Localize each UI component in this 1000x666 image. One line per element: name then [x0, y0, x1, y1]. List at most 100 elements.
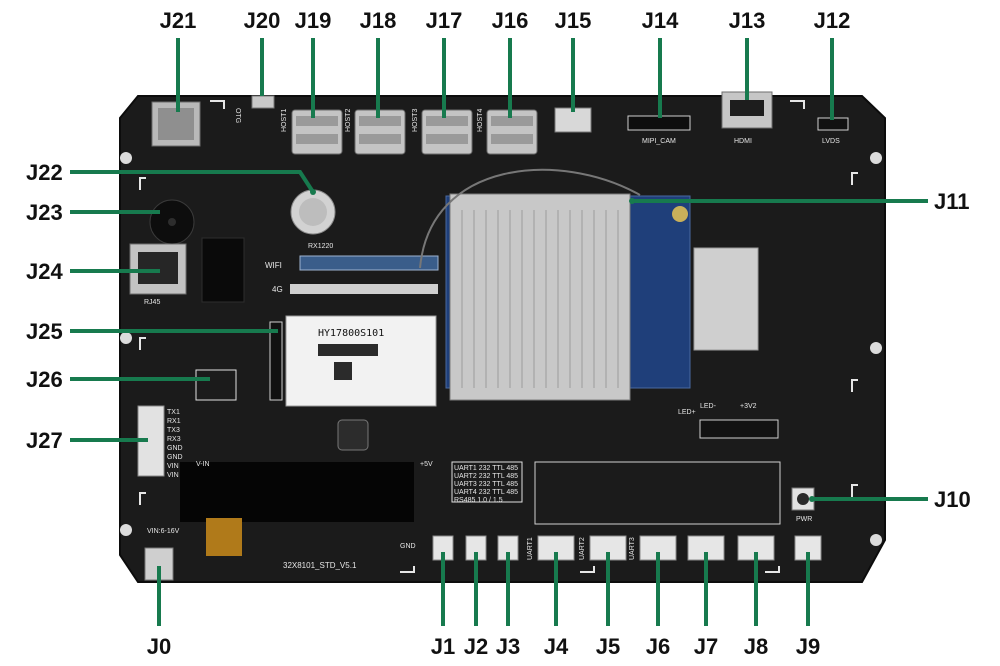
- label-j0: J0: [147, 634, 171, 659]
- lvds-silk: LVDS: [822, 138, 840, 145]
- gnd-silk: GND: [400, 543, 416, 550]
- uart1-silk: UART1: [527, 537, 534, 560]
- antenna-ipex-connector: [672, 206, 688, 222]
- module-barcode: [318, 344, 378, 356]
- v5v-silk: +5V: [420, 461, 433, 468]
- inductor: [337, 419, 369, 451]
- uart-table-row-3: UART3 232 TTL 485: [454, 481, 518, 488]
- labels-bottom: J0 J1 J2 J3 J4 J5 J6 J7 J8 J9: [147, 634, 820, 659]
- pin-gnd-b: GND: [167, 454, 183, 461]
- wifi-antenna-cable: [419, 168, 641, 269]
- buzzer-hole: [168, 218, 176, 226]
- host2-silk: HOST2: [345, 109, 352, 132]
- usb-port-openings: [296, 116, 533, 144]
- board-name-silk: 32X8101_STD_V5.1: [283, 561, 357, 570]
- label-j20: J20: [244, 8, 281, 33]
- uart-pin-labels: TX1 RX1 TX3 RX3 GND GND VIN VIN: [167, 409, 183, 479]
- label-j25: J25: [26, 319, 63, 344]
- led-minus-silk: LED-: [700, 403, 717, 410]
- uart-table-row-2: UART2 232 TTL 485: [454, 473, 518, 480]
- pin-rx1: RX1: [167, 418, 181, 425]
- wifi-antenna-module: [299, 255, 439, 271]
- power-button-cap: [797, 493, 809, 505]
- vin-silk: V-IN: [196, 461, 210, 468]
- power-input-silk: VIN:6-16V: [147, 528, 180, 535]
- label-j9: J9: [796, 634, 820, 659]
- label-j10: J10: [934, 487, 971, 512]
- label-j14: J14: [642, 8, 679, 33]
- leader-end-dots: [310, 189, 815, 502]
- uart-table-row-4: UART4 232 TTL 485: [454, 489, 518, 496]
- orange-flex-cable: [206, 518, 242, 556]
- foam-strip: [180, 462, 414, 522]
- label-j8: J8: [744, 634, 768, 659]
- edge-brackets: [139, 100, 858, 573]
- rtc-silk: RX1220: [308, 243, 333, 250]
- mounting-holes: [120, 152, 882, 546]
- labels-left: J22 J23 J24 J25 J26 J27: [26, 160, 63, 453]
- module-part-silk: HY17800S101: [318, 328, 384, 339]
- label-j3: J3: [496, 634, 520, 659]
- label-j17: J17: [426, 8, 463, 33]
- label-j12: J12: [814, 8, 851, 33]
- labels-top: J21 J20 J19 J18 J17 J16 J15 J14 J13 J12: [160, 8, 851, 33]
- pwr-silk: PWR: [796, 516, 812, 523]
- label-j15: J15: [555, 8, 592, 33]
- pin-vin-a: VIN: [167, 463, 179, 470]
- leader-lines: [70, 38, 928, 626]
- uart-table-row-5: RS485 1.0 / 1.5: [454, 497, 503, 504]
- label-j26: J26: [26, 367, 63, 392]
- pin-vin-b: VIN: [167, 472, 179, 479]
- label-j24: J24: [26, 259, 63, 284]
- label-j6: J6: [646, 634, 670, 659]
- hdmi-opening: [730, 100, 764, 116]
- label-j27: J27: [26, 428, 63, 453]
- lte-slot-strip: [290, 284, 438, 294]
- hdmi-silk: HDMI: [734, 138, 752, 145]
- label-j11: J11: [934, 189, 970, 214]
- label-j19: J19: [295, 8, 332, 33]
- lcd-fpc-connector: [699, 419, 779, 439]
- label-j5: J5: [596, 634, 620, 659]
- uart-config-rows: UART1 232 TTL 485 UART2 232 TTL 485 UART…: [454, 465, 518, 504]
- led-plus-silk: LED+: [678, 409, 696, 416]
- otg-micro-usb: [251, 95, 275, 109]
- mipi-cam-silk: MIPI_CAM: [642, 138, 676, 145]
- pin-tx1: TX1: [167, 409, 180, 416]
- rj45-opening: [138, 252, 178, 284]
- lte-module-card: [285, 315, 437, 407]
- host4-silk: HOST4: [477, 109, 484, 132]
- rtc-coin-cell-center: [299, 198, 327, 226]
- rs485-region: [534, 461, 781, 525]
- mpcie-socket: [269, 321, 283, 401]
- label-j18: J18: [360, 8, 397, 33]
- label-j23: J23: [26, 200, 63, 225]
- sim-socket: [195, 369, 237, 401]
- pin-gnd-a: GND: [167, 445, 183, 452]
- label-j16: J16: [492, 8, 529, 33]
- pin-rx3: RX3: [167, 436, 181, 443]
- label-j2: J2: [464, 634, 488, 659]
- heatsink-fins: [461, 210, 619, 388]
- label-j4: J4: [544, 634, 569, 659]
- ethernet-magnetics: [201, 237, 245, 303]
- otg-silk: OTG: [234, 108, 241, 123]
- uart-table-row-1: UART1 232 TTL 485: [454, 465, 518, 472]
- label-j21: J21: [160, 8, 197, 33]
- pin-tx3: TX3: [167, 427, 180, 434]
- v3v2-silk: +3V2: [740, 403, 757, 410]
- heatsink: [449, 193, 631, 401]
- module-qr: [334, 362, 352, 380]
- labels-right: J11 J10: [934, 189, 971, 512]
- uart3-silk: UART3: [629, 537, 636, 560]
- leader-j22: [70, 170, 315, 194]
- host3-silk: HOST3: [412, 109, 419, 132]
- lvds-ribbon: [693, 247, 759, 351]
- label-j7: J7: [694, 634, 718, 659]
- host1-silk: HOST1: [281, 109, 288, 132]
- label-j13: J13: [729, 8, 766, 33]
- uart2-silk: UART2: [579, 537, 586, 560]
- rj45-silk: RJ45: [144, 299, 160, 306]
